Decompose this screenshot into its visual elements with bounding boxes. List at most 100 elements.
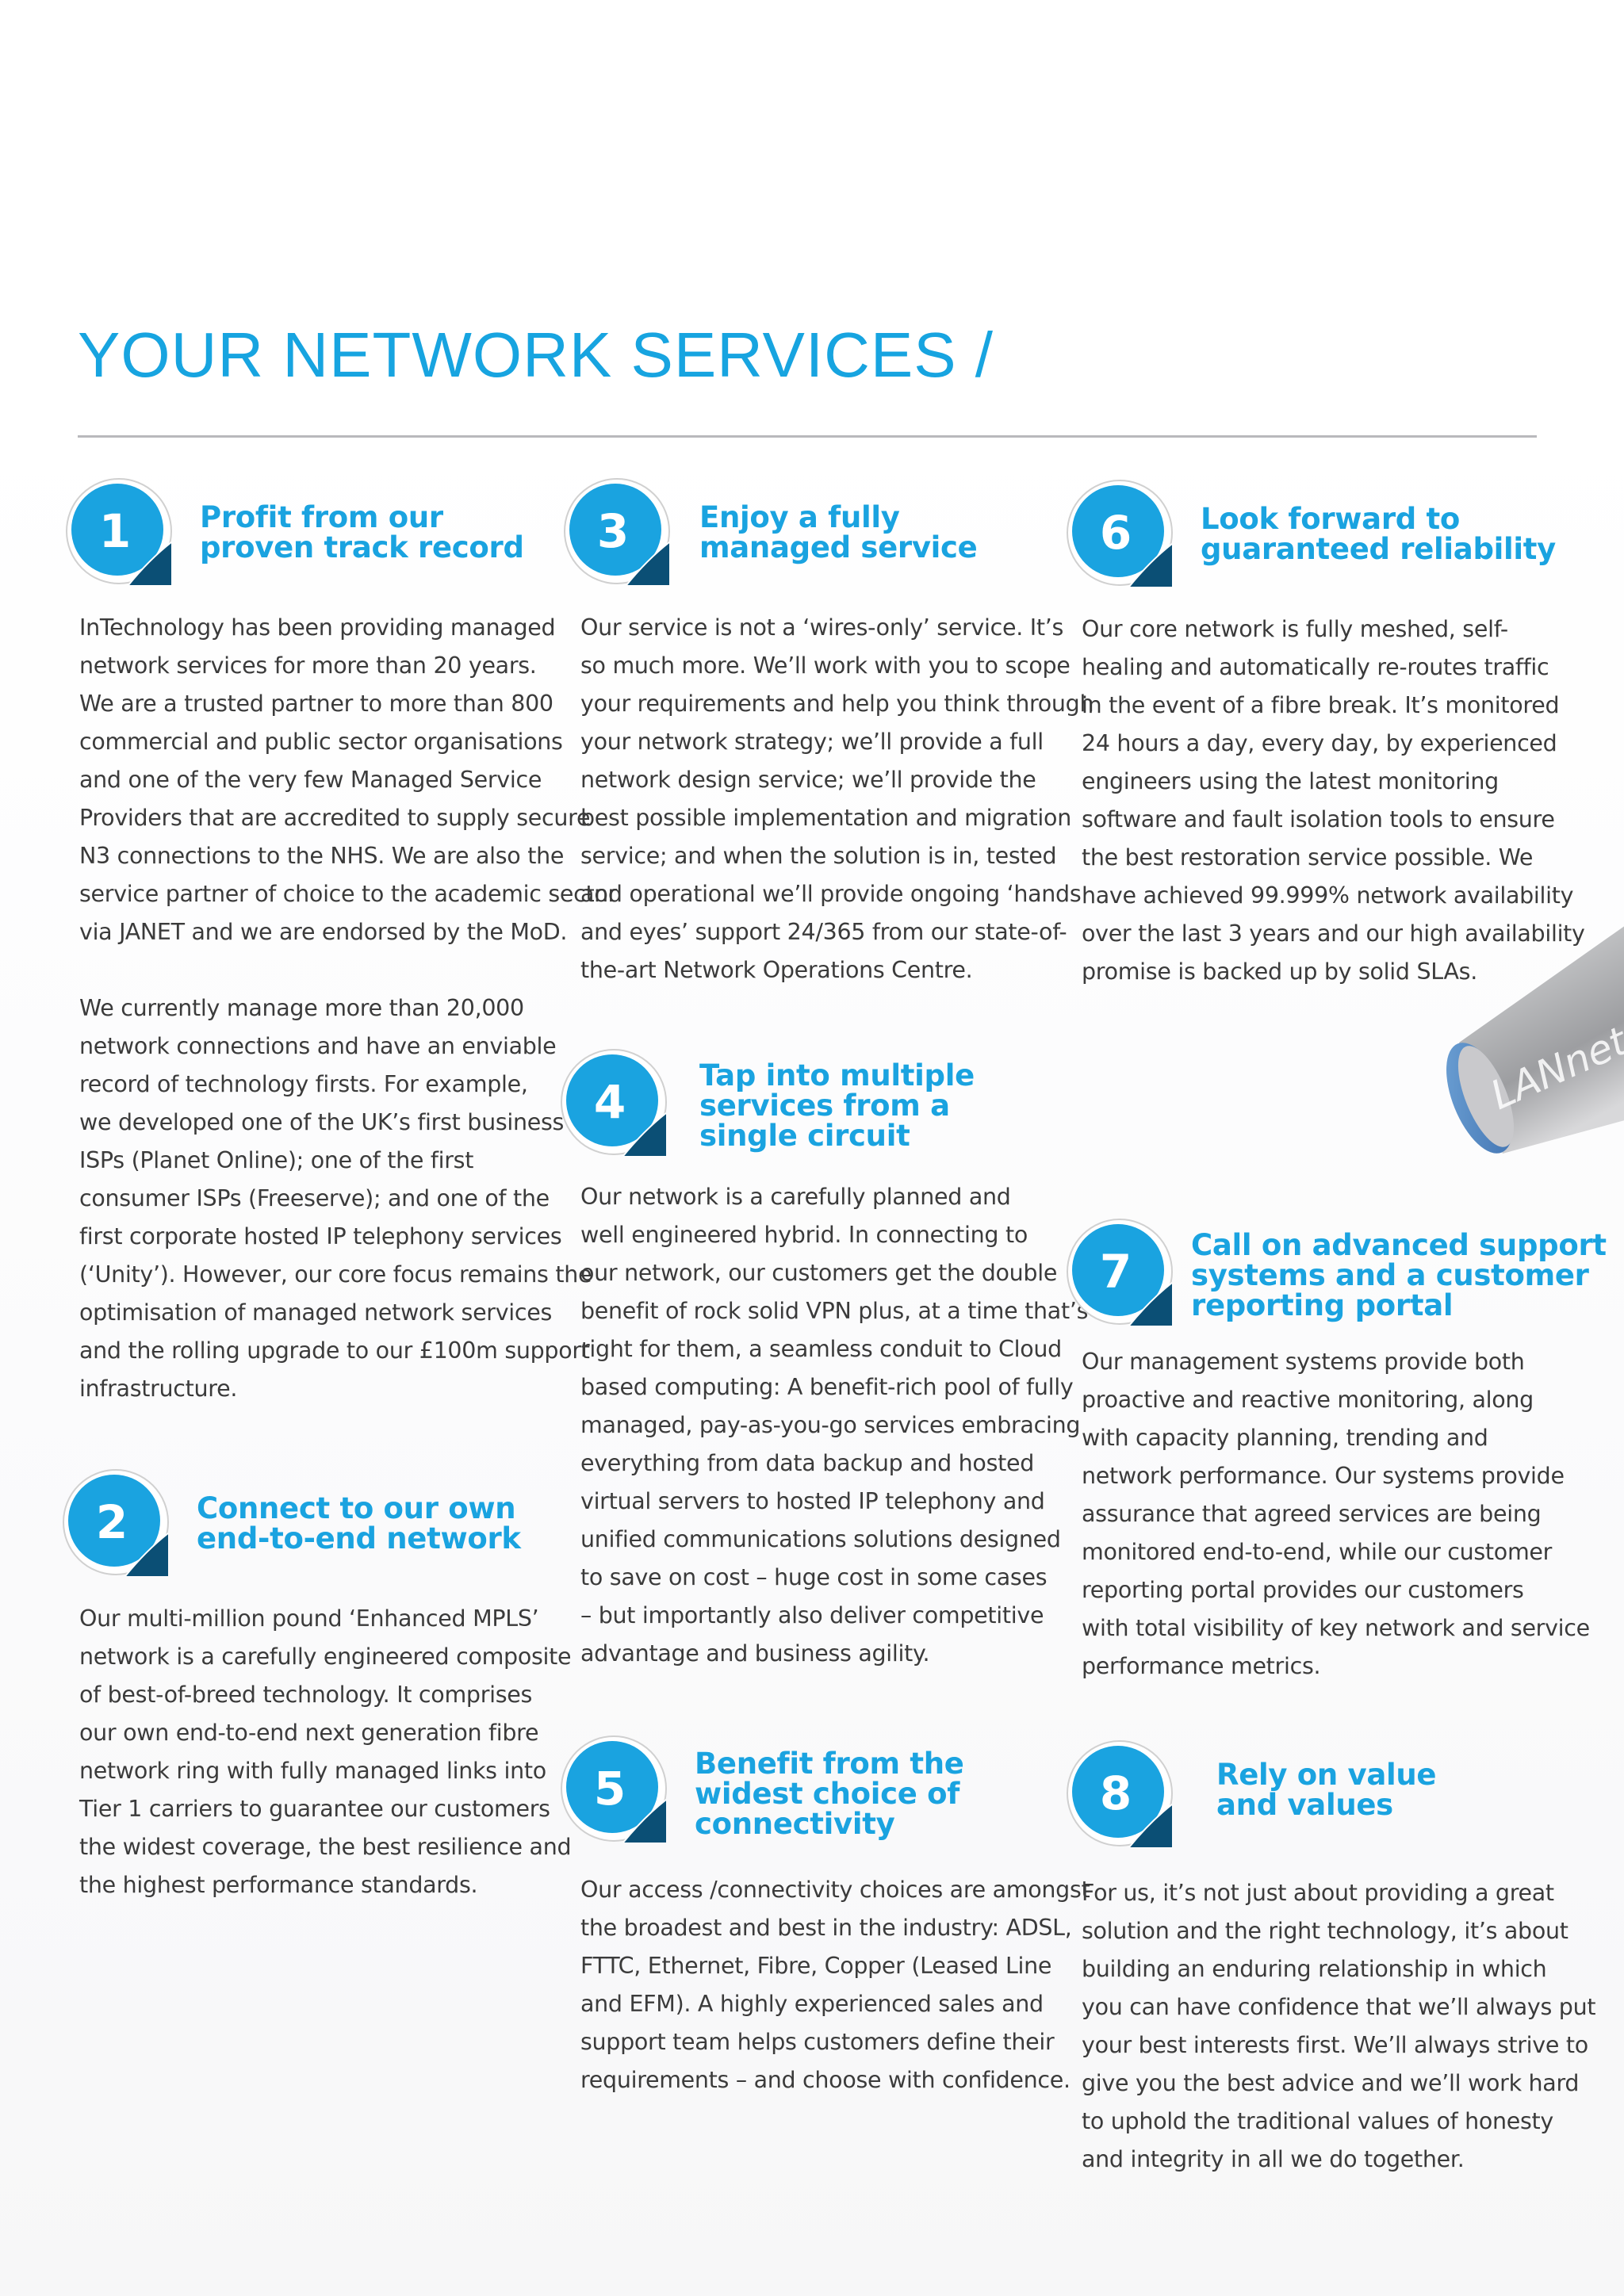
body-line: Our core network is fully meshed, self- [1082,616,1508,642]
body-line: the best restoration service possible. W… [1082,844,1534,871]
heading-line: proven track record [200,530,524,564]
section-body: Our access /connectivity choices are amo… [580,1871,1090,2099]
section-heading: Profit from our proven track record [200,503,524,563]
body-line: and operational we’ll provide ongoing ‘h… [580,881,1082,907]
section-body: Our management systems provide both proa… [1082,1343,1590,1686]
heading-line: single circuit [699,1119,910,1153]
section-body: For us, it’s not just about providing a … [1082,1874,1596,2179]
badge-circle-icon [561,1049,667,1157]
body-line: ISPs (Planet Online); one of the first [79,1147,474,1173]
heading-line: connectivity [695,1807,895,1841]
heading-line: end-to-end network [197,1521,521,1556]
body-line: based computing: A benefit-rich pool of … [580,1374,1074,1400]
badge-circle-icon [63,1469,169,1577]
heading-line: Profit from our [200,500,443,534]
body-line: – but importantly also deliver competiti… [580,1602,1044,1628]
section-body: InTechnology has been providing managed … [79,609,617,1408]
body-line: network is a carefully engineered compos… [79,1644,572,1670]
body-line: service; and when the solution is in, te… [580,843,1057,869]
body-line: your requirements and help you think thr… [580,691,1094,717]
body-line: commercial and public sector organisatio… [79,729,563,755]
body-line: we developed one of the UK’s first busin… [79,1109,565,1135]
body-line: the highest performance standards. [79,1872,478,1898]
section-heading: Look forward to guaranteed reliability [1201,504,1556,564]
body-line: record of technology firsts. For example… [79,1071,528,1097]
body-line: and integrity in all we do together. [1082,2146,1465,2172]
body-line: with capacity planning, trending and [1082,1425,1488,1451]
body-line: InTechnology has been providing managed [79,614,556,641]
section-number: 5 [593,1762,626,1816]
body-line: Our management systems provide both [1082,1349,1525,1375]
section-heading: Rely on value and values [1216,1758,1437,1820]
body-line: We are a trusted partner to more than 80… [79,691,553,717]
section-number: 8 [1099,1766,1132,1820]
heading-line: Benefit from the [695,1747,964,1781]
heading-line: Connect to our own [197,1491,516,1525]
section-number-badge: 3 [560,474,674,588]
body-line: Tier 1 carriers to guarantee our custome… [79,1796,550,1822]
body-line: and eyes’ support 24/365 from our state-… [580,919,1067,945]
section-heading: Benefit from the widest choice of connec… [695,1749,964,1839]
body-line: well engineered hybrid. In connecting to [580,1222,1028,1248]
body-line: the widest coverage, the best resilience… [79,1834,572,1860]
heading-line: Tap into multiple [699,1058,975,1093]
heading-line: widest choice of [695,1777,960,1811]
body-line: network connections and have an enviable [79,1033,557,1059]
body-line: via JANET and we are endorsed by the MoD… [79,919,568,945]
body-line: our own end-to-end next generation fibre [79,1720,539,1746]
section-body: Our multi-million pound ‘Enhanced MPLS’ … [79,1600,572,1904]
section-number: 4 [593,1075,626,1129]
section-number: 7 [1099,1245,1132,1299]
section-heading: Tap into multiple services from a single… [699,1061,975,1151]
section-number-badge: 4 [557,1045,671,1159]
body-line: reporting portal provides our customers [1082,1577,1524,1603]
body-line: your best interests first. We’ll always … [1082,2032,1588,2058]
body-line: and EFM). A highly experienced sales and [580,1991,1044,2017]
body-line: promise is backed up by solid SLAs. [1082,959,1477,985]
body-line: FTTC, Ethernet, Fibre, Copper (Leased Li… [580,1953,1052,1979]
body-line: monitored end-to-end, while our customer [1082,1539,1553,1565]
heading-line: systems and a customer [1191,1258,1589,1292]
body-line: give you the best advice and we’ll work … [1082,2070,1580,2096]
body-line: solution and the right technology, it’s … [1082,1918,1568,1944]
body-line: everything from data backup and hosted [580,1450,1035,1476]
title-divider [78,435,1537,438]
heading-line: managed service [699,530,978,564]
body-line: Our service is not a ‘wires-only’ servic… [580,614,1064,641]
badge-circle-icon [564,478,670,586]
body-line: building an enduring relationship in whi… [1082,1956,1547,1982]
body-line: to save on cost – huge cost in some case… [580,1564,1048,1590]
body-line: requirements – and choose with confidenc… [580,2067,1071,2093]
heading-line: Enjoy a fully [699,500,900,534]
section-number: 3 [596,504,630,558]
section-number-badge: 1 [62,474,176,588]
section-body: Our service is not a ‘wires-only’ servic… [580,609,1094,989]
body-line: Our multi-million pound ‘Enhanced MPLS’ [79,1605,539,1632]
body-line: network services for more than 20 years. [79,652,537,679]
body-line: network design service; we’ll provide th… [580,767,1036,793]
badge-circle-icon [66,478,172,586]
cable-graphic: LANnet [1427,912,1624,1181]
body-line: have achieved 99.999% network availabili… [1082,882,1574,909]
section-number-badge: 8 [1063,1736,1177,1850]
body-line: advantage and business agility. [580,1640,930,1667]
body-line: For us, it’s not just about providing a … [1082,1880,1554,1906]
body-line: assurance that agreed services are being [1082,1501,1542,1527]
body-line: consumer ISPs (Freeserve); and one of th… [79,1185,550,1211]
body-line: support team helps customers define thei… [580,2029,1055,2055]
body-line: engineers using the latest monitoring [1082,768,1499,794]
heading-line: Look forward to [1201,502,1461,536]
body-line: Our network is a carefully planned and [580,1184,1011,1210]
body-line: N3 connections to the NHS. We are also t… [79,843,565,869]
heading-line: guaranteed reliability [1201,532,1557,566]
badge-circle-icon [1067,480,1173,587]
section-body: Our core network is fully meshed, self- … [1082,610,1585,991]
body-line: you can have confidence that we’ll alway… [1082,1994,1596,2020]
heading-line: Rely on value [1216,1758,1437,1792]
body-line: and one of the very few Managed Service [79,767,542,793]
section-heading: Connect to our own end-to-end network [197,1494,521,1554]
heading-line: services from a [699,1089,950,1123]
body-line: over the last 3 years and our high avail… [1082,920,1585,947]
body-line: the-art Network Operations Centre. [580,957,973,983]
